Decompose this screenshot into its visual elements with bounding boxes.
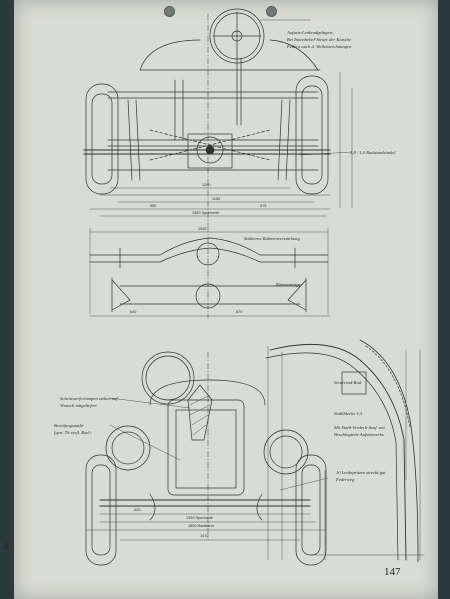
left-wheel-front-view xyxy=(85,454,117,566)
front-note-2: Wunsch mitgeliefert xyxy=(60,403,97,408)
right-front-wheel xyxy=(295,75,329,195)
top-note-1: Aufsatz-Lenkradgelagert, xyxy=(287,30,334,35)
left-front-wheel xyxy=(85,83,119,195)
frame-dim-3: 870 xyxy=(236,310,243,314)
frame-note-upper: Stählerne Rahmenverstärkung xyxy=(244,236,300,241)
profile-note-1: Stahlbleche 1,5 xyxy=(334,411,363,416)
front-note-3: Bereifungsmaße xyxy=(54,423,84,428)
middle-view-drawing xyxy=(89,225,331,319)
frame-note-lower: Rahmenträger xyxy=(276,282,303,287)
top-dim-5: 1350 Spurbreite xyxy=(192,211,220,215)
top-dim-1: 1260 xyxy=(202,183,211,187)
front-dim-4: 620 xyxy=(134,508,141,512)
front-note-5: 10 Lenkspritzen streckt gut xyxy=(336,470,386,475)
page-number: 147 xyxy=(384,566,401,578)
front-note-6: Federweg xyxy=(336,477,355,482)
front-dim-2: 1800 Radstand xyxy=(188,524,214,528)
front-dim-3: 1470 xyxy=(200,534,209,538)
body-profile-drawing xyxy=(265,339,425,563)
differential-housing xyxy=(196,136,224,164)
front-note-1: Scheinwerferlampen stehen auf xyxy=(60,396,118,401)
profile-note-2: Mit Stahl-Verdeck-Ausf. mit xyxy=(334,425,385,430)
right-headlamp xyxy=(263,429,309,475)
top-view-drawing xyxy=(83,8,353,226)
document-sheet xyxy=(14,0,438,599)
top-note-3: Federn nach d. Wellenzeichnungen xyxy=(287,44,352,49)
top-note-2: Bei Innenhebel-Steuer der Kutsche xyxy=(287,37,352,42)
top-dim-2: 1185 xyxy=(212,197,221,201)
top-dim-3: 950 xyxy=(150,204,157,208)
front-dim-1: 1350 Spurbreite xyxy=(186,516,214,520)
top-dim-4: 575 xyxy=(260,204,267,208)
frame-dim-1: 1055 xyxy=(198,227,207,231)
front-note-7: Steuerrad-Rad. xyxy=(334,380,363,385)
radiator-grille xyxy=(167,399,245,496)
frame-dim-2: 640 xyxy=(130,310,137,314)
page-edge-fragment: g xyxy=(4,540,9,550)
left-headlamp xyxy=(105,425,151,471)
punch-hole-right xyxy=(266,6,277,17)
punch-hole-left xyxy=(164,6,175,17)
front-view-drawing xyxy=(85,351,329,566)
right-wheel-front-view xyxy=(295,454,327,566)
profile-note-3: Beschlagteile Aufsetzwerks xyxy=(334,432,384,437)
front-note-4: (gen. 76-verfl. Rad.) xyxy=(54,430,92,435)
axle-note: 1,8 / 1,0 Radstandwinkel xyxy=(350,150,396,155)
